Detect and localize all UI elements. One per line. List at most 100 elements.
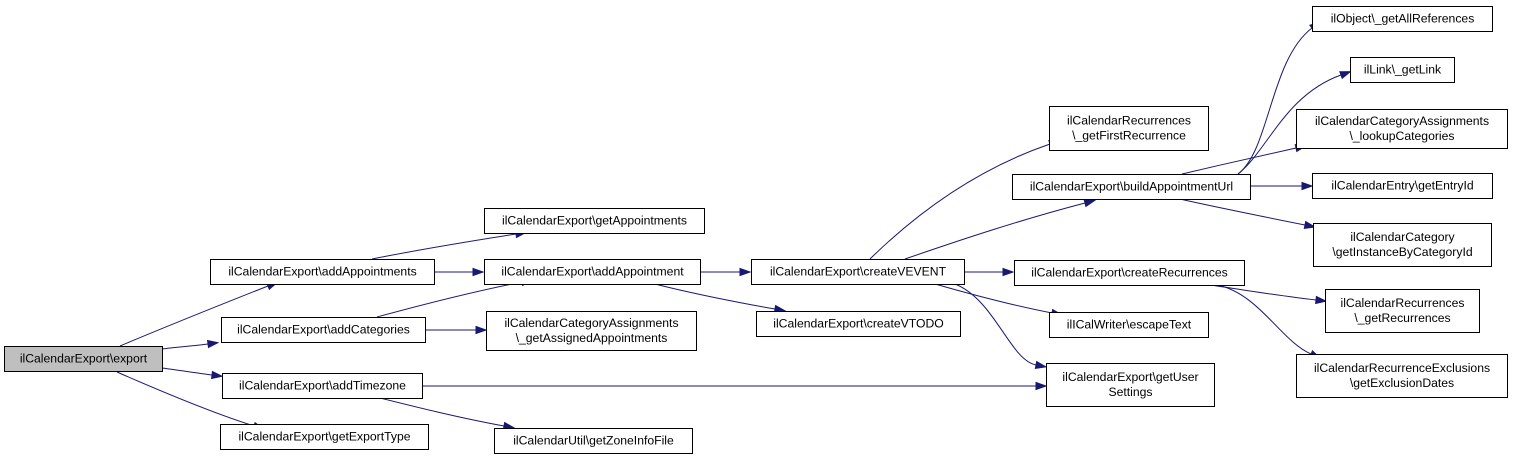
node-createVEVENT[interactable]: ilCalendarExport\createVEVENT	[751, 259, 965, 285]
edge-addAppointment-to-createVTODO	[654, 283, 787, 314]
node-escapeText[interactable]: ilICalWriter\escapeText	[1049, 312, 1209, 338]
node-lookupCategories[interactable]: ilCalendarCategoryAssignments\_lookupCat…	[1296, 109, 1508, 149]
edge-line	[1217, 284, 1312, 355]
call-graph-nodes: ilCalendarExport\export ilCalendarExport\…	[4, 6, 1508, 454]
node-box[interactable]	[220, 424, 429, 450]
node-getAssignedAppointments[interactable]: ilCalendarCategoryAssignments\_getAssign…	[486, 311, 697, 351]
node-getExclusionDates[interactable]: ilCalendarRecurrenceExclusions\getExclus…	[1296, 354, 1508, 398]
node-box[interactable]	[484, 208, 705, 234]
node-label: ilCalendarExport\addAppointment	[501, 265, 684, 279]
node-getAppointments[interactable]: ilCalendarExport\getAppointments	[484, 208, 705, 234]
edge-line	[161, 367, 213, 376]
node-box[interactable]	[486, 311, 697, 351]
edge-createRecurrences-to-getExclusionDates	[1217, 284, 1322, 359]
node-addAppointments[interactable]: ilCalendarExport\addAppointments	[210, 259, 435, 285]
node-createVTODO[interactable]: ilCalendarExport\createVTODO	[756, 311, 961, 337]
node-label: \_getRecurrences	[1354, 311, 1450, 325]
edge-arrowhead	[1315, 295, 1328, 305]
node-box[interactable]	[4, 346, 163, 372]
edge-createVEVENT-to-buildAppointmentUrl	[904, 199, 1097, 260]
node-getAllReferences[interactable]: ilObject\_getAllReferences	[1312, 6, 1493, 32]
edge-arrowhead	[1034, 360, 1048, 370]
node-label: ilCalendarRecurrences	[1067, 114, 1191, 128]
node-box[interactable]	[494, 428, 693, 454]
node-label: ilLink\_getLink	[1364, 63, 1442, 77]
node-getFirstRecurrence[interactable]: ilCalendarRecurrences\_getFirstRecurrenc…	[1049, 106, 1209, 151]
edge-addCategories-to-getAssignedAppointments	[425, 325, 488, 335]
node-addCategories[interactable]: ilCalendarExport\addCategories	[221, 317, 426, 343]
node-getZoneInfoFile[interactable]: ilCalendarUtil\getZoneInfoFile	[494, 428, 693, 454]
edge-line	[1237, 74, 1342, 175]
node-box[interactable]	[1313, 223, 1492, 267]
edge-line	[904, 202, 1086, 260]
node-box[interactable]	[756, 311, 961, 337]
edge-arrowhead	[1339, 71, 1352, 80]
edge-buildAppointmentUrl-to-getEntryId	[1250, 181, 1314, 191]
node-label: ilCalendarEntry\getEntryId	[1331, 179, 1473, 193]
edge-line	[954, 283, 1037, 366]
node-box[interactable]	[1012, 174, 1251, 200]
node-box[interactable]	[751, 259, 965, 285]
node-box[interactable]	[1014, 260, 1245, 286]
edge-arrowhead	[1002, 267, 1015, 277]
node-buildAppointmentUrl[interactable]: ilCalendarExport\buildAppointmentUrl	[1012, 174, 1251, 200]
node-label: Settings	[1108, 385, 1152, 399]
node-box[interactable]	[1312, 6, 1493, 32]
node-addTimezone[interactable]: ilCalendarExport\addTimezone	[222, 373, 423, 399]
edge-export-to-addCategories	[161, 339, 220, 350]
node-getRecurrences[interactable]: ilCalendarRecurrences\_getRecurrences	[1325, 289, 1480, 333]
node-box[interactable]	[1312, 173, 1493, 199]
node-label: ilCalendarRecurrenceExclusions	[1314, 361, 1490, 375]
node-label: ilObject\_getAllReferences	[1331, 12, 1475, 26]
edge-addTimezone-to-getUserSettings	[422, 381, 1048, 391]
node-box[interactable]	[1350, 57, 1455, 83]
node-box[interactable]	[1296, 354, 1508, 398]
edge-createVEVENT-to-getUserSettings	[954, 283, 1048, 370]
node-getEntryId[interactable]: ilCalendarEntry\getEntryId	[1312, 173, 1493, 199]
node-box[interactable]	[1046, 363, 1215, 407]
node-label: \getExclusionDates	[1350, 376, 1454, 390]
node-label: ilCalendarExport\addTimezone	[239, 379, 406, 393]
node-label: ilCalendarExport\createVTODO	[773, 317, 943, 331]
node-getInstanceByCategoryId[interactable]: ilCalendarCategory\getInstanceByCategory…	[1313, 223, 1492, 267]
edge-arrowhead	[475, 325, 488, 335]
node-addAppointment[interactable]: ilCalendarExport\addAppointment	[484, 259, 701, 285]
node-box[interactable]	[221, 317, 426, 343]
edge-arrowhead	[210, 370, 224, 380]
edge-addAppointments-to-addAppointment	[434, 267, 485, 277]
node-box[interactable]	[1049, 312, 1209, 338]
node-box[interactable]	[222, 373, 423, 399]
edge-arrowhead	[1301, 181, 1314, 191]
edge-line	[379, 397, 505, 427]
node-label: ilCalendarExport\getExportType	[238, 430, 410, 444]
node-label: ilCalendarExport\createVEVENT	[770, 265, 947, 279]
edge-line	[934, 283, 1053, 314]
edge-line	[161, 343, 209, 350]
node-label: ilCalendarCategory	[1350, 230, 1455, 244]
node-box[interactable]	[1325, 289, 1480, 333]
node-label: ilCalendarExport\getUser	[1062, 370, 1198, 384]
node-label: ilCalendarExport\getAppointments	[502, 214, 687, 228]
node-box[interactable]	[210, 259, 435, 285]
edge-arrowhead	[1303, 220, 1317, 230]
edge-line	[116, 371, 255, 427]
edge-buildAppointmentUrl-to-getInstanceByCategoryId	[1179, 198, 1317, 230]
node-box[interactable]	[1049, 106, 1209, 151]
edge-arrowhead	[1083, 199, 1097, 208]
node-label: \_getAssignedAppointments	[516, 331, 668, 345]
node-export[interactable]: ilCalendarExport\export	[4, 346, 163, 372]
node-getExportType[interactable]: ilCalendarExport\getExportType	[220, 424, 429, 450]
node-getLink[interactable]: ilLink\_getLink	[1350, 57, 1455, 83]
node-box[interactable]	[484, 259, 701, 285]
node-createRecurrences[interactable]: ilCalendarExport\createRecurrences	[1014, 260, 1245, 286]
edge-line	[869, 143, 1051, 260]
edge-arrowhead	[472, 267, 485, 277]
node-label: ilCalendarUtil\getZoneInfoFile	[513, 434, 674, 448]
node-box[interactable]	[1296, 109, 1508, 149]
edge-line	[1209, 284, 1317, 301]
node-label: ilCalendarExport\buildAppointmentUrl	[1030, 180, 1233, 194]
edge-arrowhead	[206, 339, 220, 349]
node-label: \getInstanceByCategoryId	[1332, 245, 1472, 259]
